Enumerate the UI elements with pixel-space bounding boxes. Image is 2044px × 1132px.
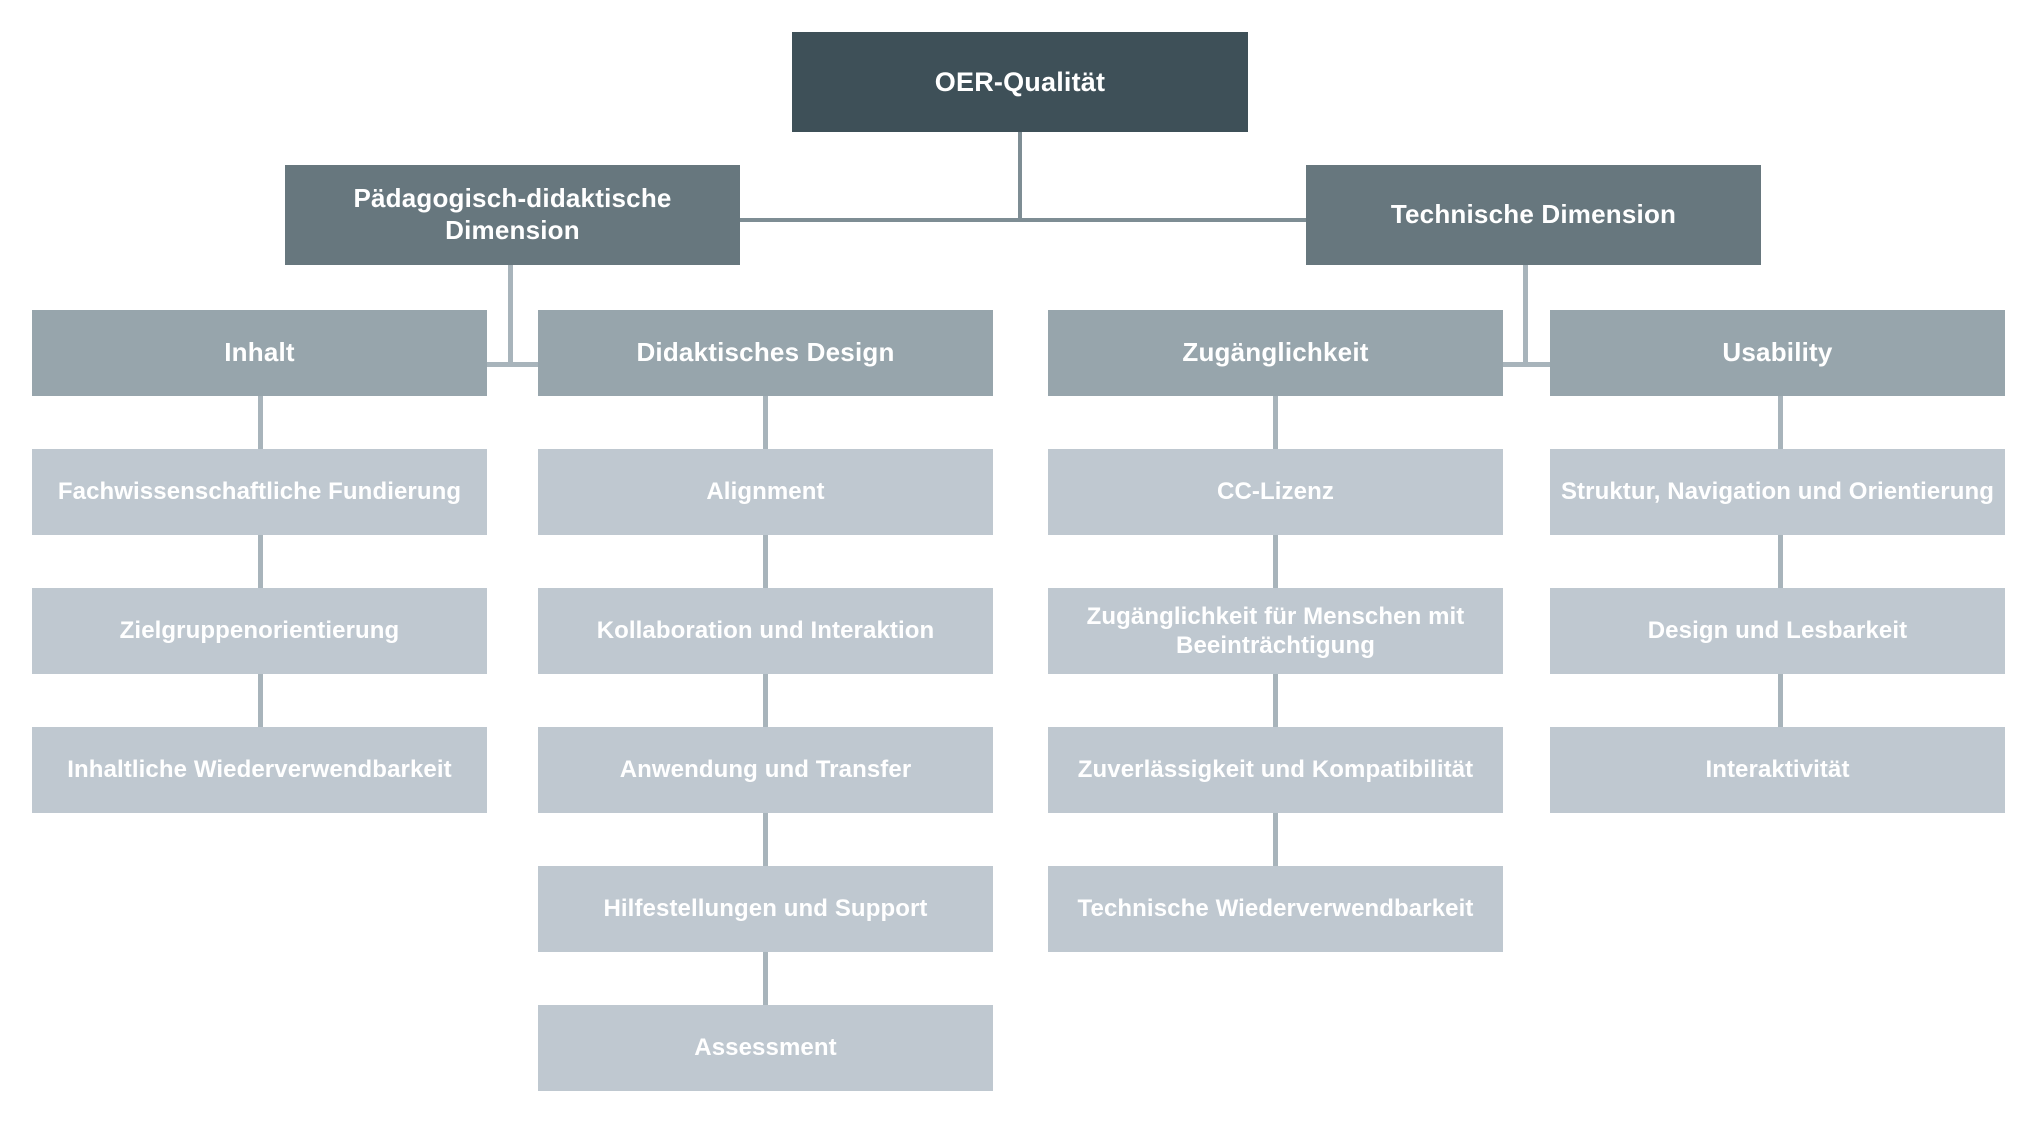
connector-col3-4 bbox=[1273, 813, 1278, 866]
connector-left-dimension-crossbar bbox=[258, 362, 763, 367]
node-criterion-label: Assessment bbox=[694, 1034, 837, 1062]
node-category-label: Usability bbox=[1722, 337, 1833, 368]
node-dimension-paedagogisch-didaktisch[interactable]: Pädagogisch-didaktische Dimension bbox=[285, 165, 740, 265]
connector-col1-2 bbox=[258, 535, 263, 588]
connector-col2-4 bbox=[763, 813, 768, 866]
node-criterion-label: Design und Lesbarkeit bbox=[1647, 617, 1908, 645]
connector-col4-2 bbox=[1778, 535, 1783, 588]
node-category-didaktisches-design[interactable]: Didaktisches Design bbox=[538, 310, 993, 396]
node-criterion[interactable]: Alignment bbox=[538, 449, 993, 535]
node-criterion[interactable]: Fachwissenschaftliche Fundierung bbox=[32, 449, 487, 535]
node-criterion[interactable]: Anwendung und Transfer bbox=[538, 727, 993, 813]
node-criterion[interactable]: Struktur, Navigation und Orientierung bbox=[1550, 449, 2005, 535]
connector-right-dimension-stem bbox=[1523, 265, 1528, 365]
node-criterion-label: Hilfestellungen und Support bbox=[603, 895, 928, 923]
connector-col3-1 bbox=[1273, 396, 1278, 449]
node-root-label: OER-Qualität bbox=[934, 66, 1106, 97]
node-criterion-label: Zuverlässigkeit und Kompatibilität bbox=[1077, 756, 1474, 784]
node-criterion-label: Zugänglichkeit für Menschen mit Beeinträ… bbox=[1086, 602, 1465, 659]
node-criterion-label: Anwendung und Transfer bbox=[619, 756, 912, 784]
node-dimension-label: Technische Dimension bbox=[1390, 199, 1677, 230]
connector-col3-3 bbox=[1273, 674, 1278, 727]
node-root-oer-qualitaet[interactable]: OER-Qualität bbox=[792, 32, 1248, 132]
connector-left-dimension-stem bbox=[508, 265, 513, 365]
node-criterion[interactable]: Zielgruppenorientierung bbox=[32, 588, 487, 674]
connector-root-crossbar bbox=[740, 218, 1306, 222]
node-criterion[interactable]: Zugänglichkeit für Menschen mit Beeinträ… bbox=[1048, 588, 1503, 674]
connector-root-stem bbox=[1018, 132, 1022, 220]
node-dimension-label: Pädagogisch-didaktische Dimension bbox=[353, 183, 672, 245]
connector-right-dimension-crossbar bbox=[1273, 362, 1778, 367]
connector-col2-3 bbox=[763, 674, 768, 727]
connector-col1-1 bbox=[258, 396, 263, 449]
node-criterion-label: Zielgruppenorientierung bbox=[119, 617, 400, 645]
connector-col4-1 bbox=[1778, 396, 1783, 449]
node-criterion[interactable]: Hilfestellungen und Support bbox=[538, 866, 993, 952]
node-category-zugaenglichkeit[interactable]: Zugänglichkeit bbox=[1048, 310, 1503, 396]
node-category-label: Inhalt bbox=[224, 337, 295, 368]
node-criterion[interactable]: Zuverlässigkeit und Kompatibilität bbox=[1048, 727, 1503, 813]
connector-col2-2 bbox=[763, 535, 768, 588]
connector-col1-3 bbox=[258, 674, 263, 727]
node-criterion[interactable]: Design und Lesbarkeit bbox=[1550, 588, 2005, 674]
node-criterion[interactable]: Inhaltliche Wiederverwendbarkeit bbox=[32, 727, 487, 813]
node-criterion-label: Alignment bbox=[706, 478, 825, 506]
node-criterion[interactable]: Interaktivität bbox=[1550, 727, 2005, 813]
node-category-label: Zugänglichkeit bbox=[1182, 337, 1369, 368]
node-criterion-label: Inhaltliche Wiederverwendbarkeit bbox=[67, 756, 452, 784]
node-criterion-label: Struktur, Navigation und Orientierung bbox=[1560, 478, 1995, 506]
node-criterion-label: Fachwissenschaftliche Fundierung bbox=[57, 478, 462, 506]
node-criterion-label: CC-Lizenz bbox=[1217, 478, 1334, 506]
node-criterion[interactable]: Kollaboration und Interaktion bbox=[538, 588, 993, 674]
node-category-inhalt[interactable]: Inhalt bbox=[32, 310, 487, 396]
node-criterion[interactable]: CC-Lizenz bbox=[1048, 449, 1503, 535]
node-criterion[interactable]: Assessment bbox=[538, 1005, 993, 1091]
node-criterion-label: Kollaboration und Interaktion bbox=[596, 617, 935, 645]
node-criterion[interactable]: Technische Wiederverwendbarkeit bbox=[1048, 866, 1503, 952]
node-criterion-label: Interaktivität bbox=[1705, 756, 1850, 784]
connector-col4-3 bbox=[1778, 674, 1783, 727]
connector-col2-5 bbox=[763, 952, 768, 1005]
node-category-label: Didaktisches Design bbox=[636, 337, 895, 368]
node-criterion-label: Technische Wiederverwendbarkeit bbox=[1077, 895, 1474, 923]
node-dimension-technisch[interactable]: Technische Dimension bbox=[1306, 165, 1761, 265]
node-category-usability[interactable]: Usability bbox=[1550, 310, 2005, 396]
connector-col2-1 bbox=[763, 396, 768, 449]
connector-col3-2 bbox=[1273, 535, 1278, 588]
